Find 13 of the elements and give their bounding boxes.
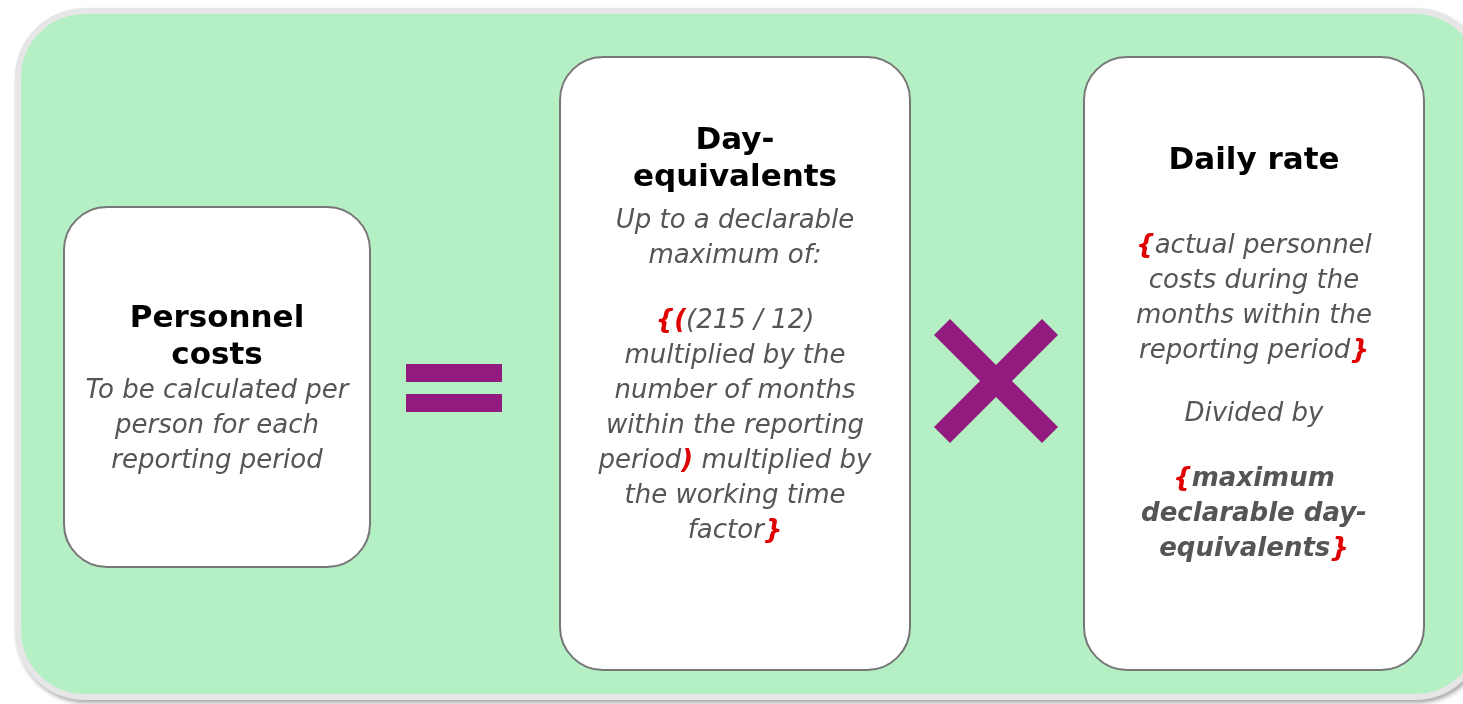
card-text: Divided by [1184, 396, 1324, 429]
card-text: To be calculated per person for each reporting period [84, 372, 351, 476]
rounded-card [559, 56, 911, 671]
card-text: {maximum declarable day- equivalents} [1140, 461, 1368, 564]
card-text: {actual personnel costs during the months within the reporting period} [1135, 228, 1373, 366]
card-heading: Personnel costs [128, 297, 306, 372]
card-text: Up to a declarable maximum of: [614, 203, 856, 271]
card-heading: Day- equivalents [632, 120, 838, 194]
panel-background [15, 8, 1463, 700]
card-heading: Daily rate [1168, 140, 1340, 177]
rounded-card [63, 206, 371, 568]
rounded-card [1083, 56, 1425, 671]
card-text: {((215 / 12) multiplied by the number of months within the reporting period) multiplied by the working time factor} [597, 303, 873, 546]
